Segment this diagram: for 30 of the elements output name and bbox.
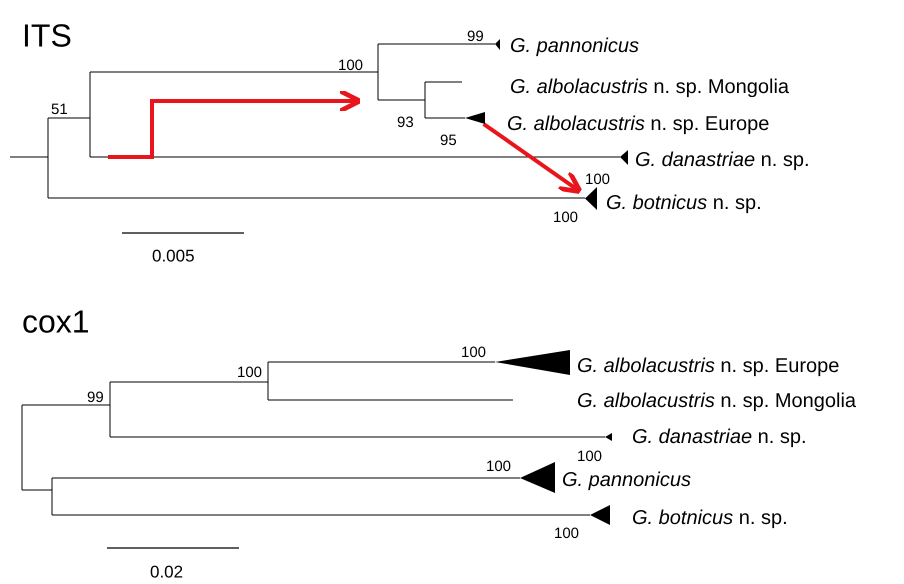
taxon-label: G. albolacustris n. sp. Mongolia [577, 390, 856, 412]
taxon-label: G. albolacustris n. sp. Europe [577, 355, 840, 377]
taxon-label: G. albolacustris n. sp. Mongolia [510, 76, 790, 98]
taxon-label: G. danastriae n. sp. [635, 149, 810, 171]
bootstrap-value: 93 [397, 114, 414, 132]
taxon-label: G. botnicus n. sp. [606, 192, 762, 214]
panel-title: ITS [22, 18, 72, 54]
bootstrap-value: 100 [338, 58, 364, 74]
bootstrap-value: 100 [554, 526, 580, 542]
collapsed-clade-triangle [465, 112, 485, 124]
bootstrap-value: 95 [440, 132, 457, 150]
bootstrap-value: 51 [51, 102, 68, 118]
bootstrap-value: 100 [577, 448, 602, 466]
taxon-label: G. pannonicus [510, 35, 639, 57]
taxon-label: G. danastriae n. sp. [632, 426, 807, 448]
taxon-label: G. albolacustris n. sp. Europe [507, 113, 770, 135]
arrow [482, 122, 583, 194]
bootstrap-value: 100 [553, 210, 578, 226]
taxon-label: G. botnicus n. sp. [632, 507, 788, 529]
collapsed-clade-triangle [585, 187, 597, 210]
bootstrap-value: 100 [486, 458, 512, 476]
scale-value: 0.005 [152, 248, 195, 266]
bootstrap-value: 100 [237, 364, 262, 382]
taxon-label: G. pannonicus [562, 469, 691, 491]
bootstrap-value: 100 [585, 172, 610, 188]
bootstrap-value: 99 [467, 28, 484, 46]
panel-title: cox1 [22, 304, 90, 340]
bootstrap-value: 100 [461, 344, 486, 362]
bootstrap-value: 99 [87, 390, 104, 406]
scale-value: 0.02 [150, 564, 184, 582]
